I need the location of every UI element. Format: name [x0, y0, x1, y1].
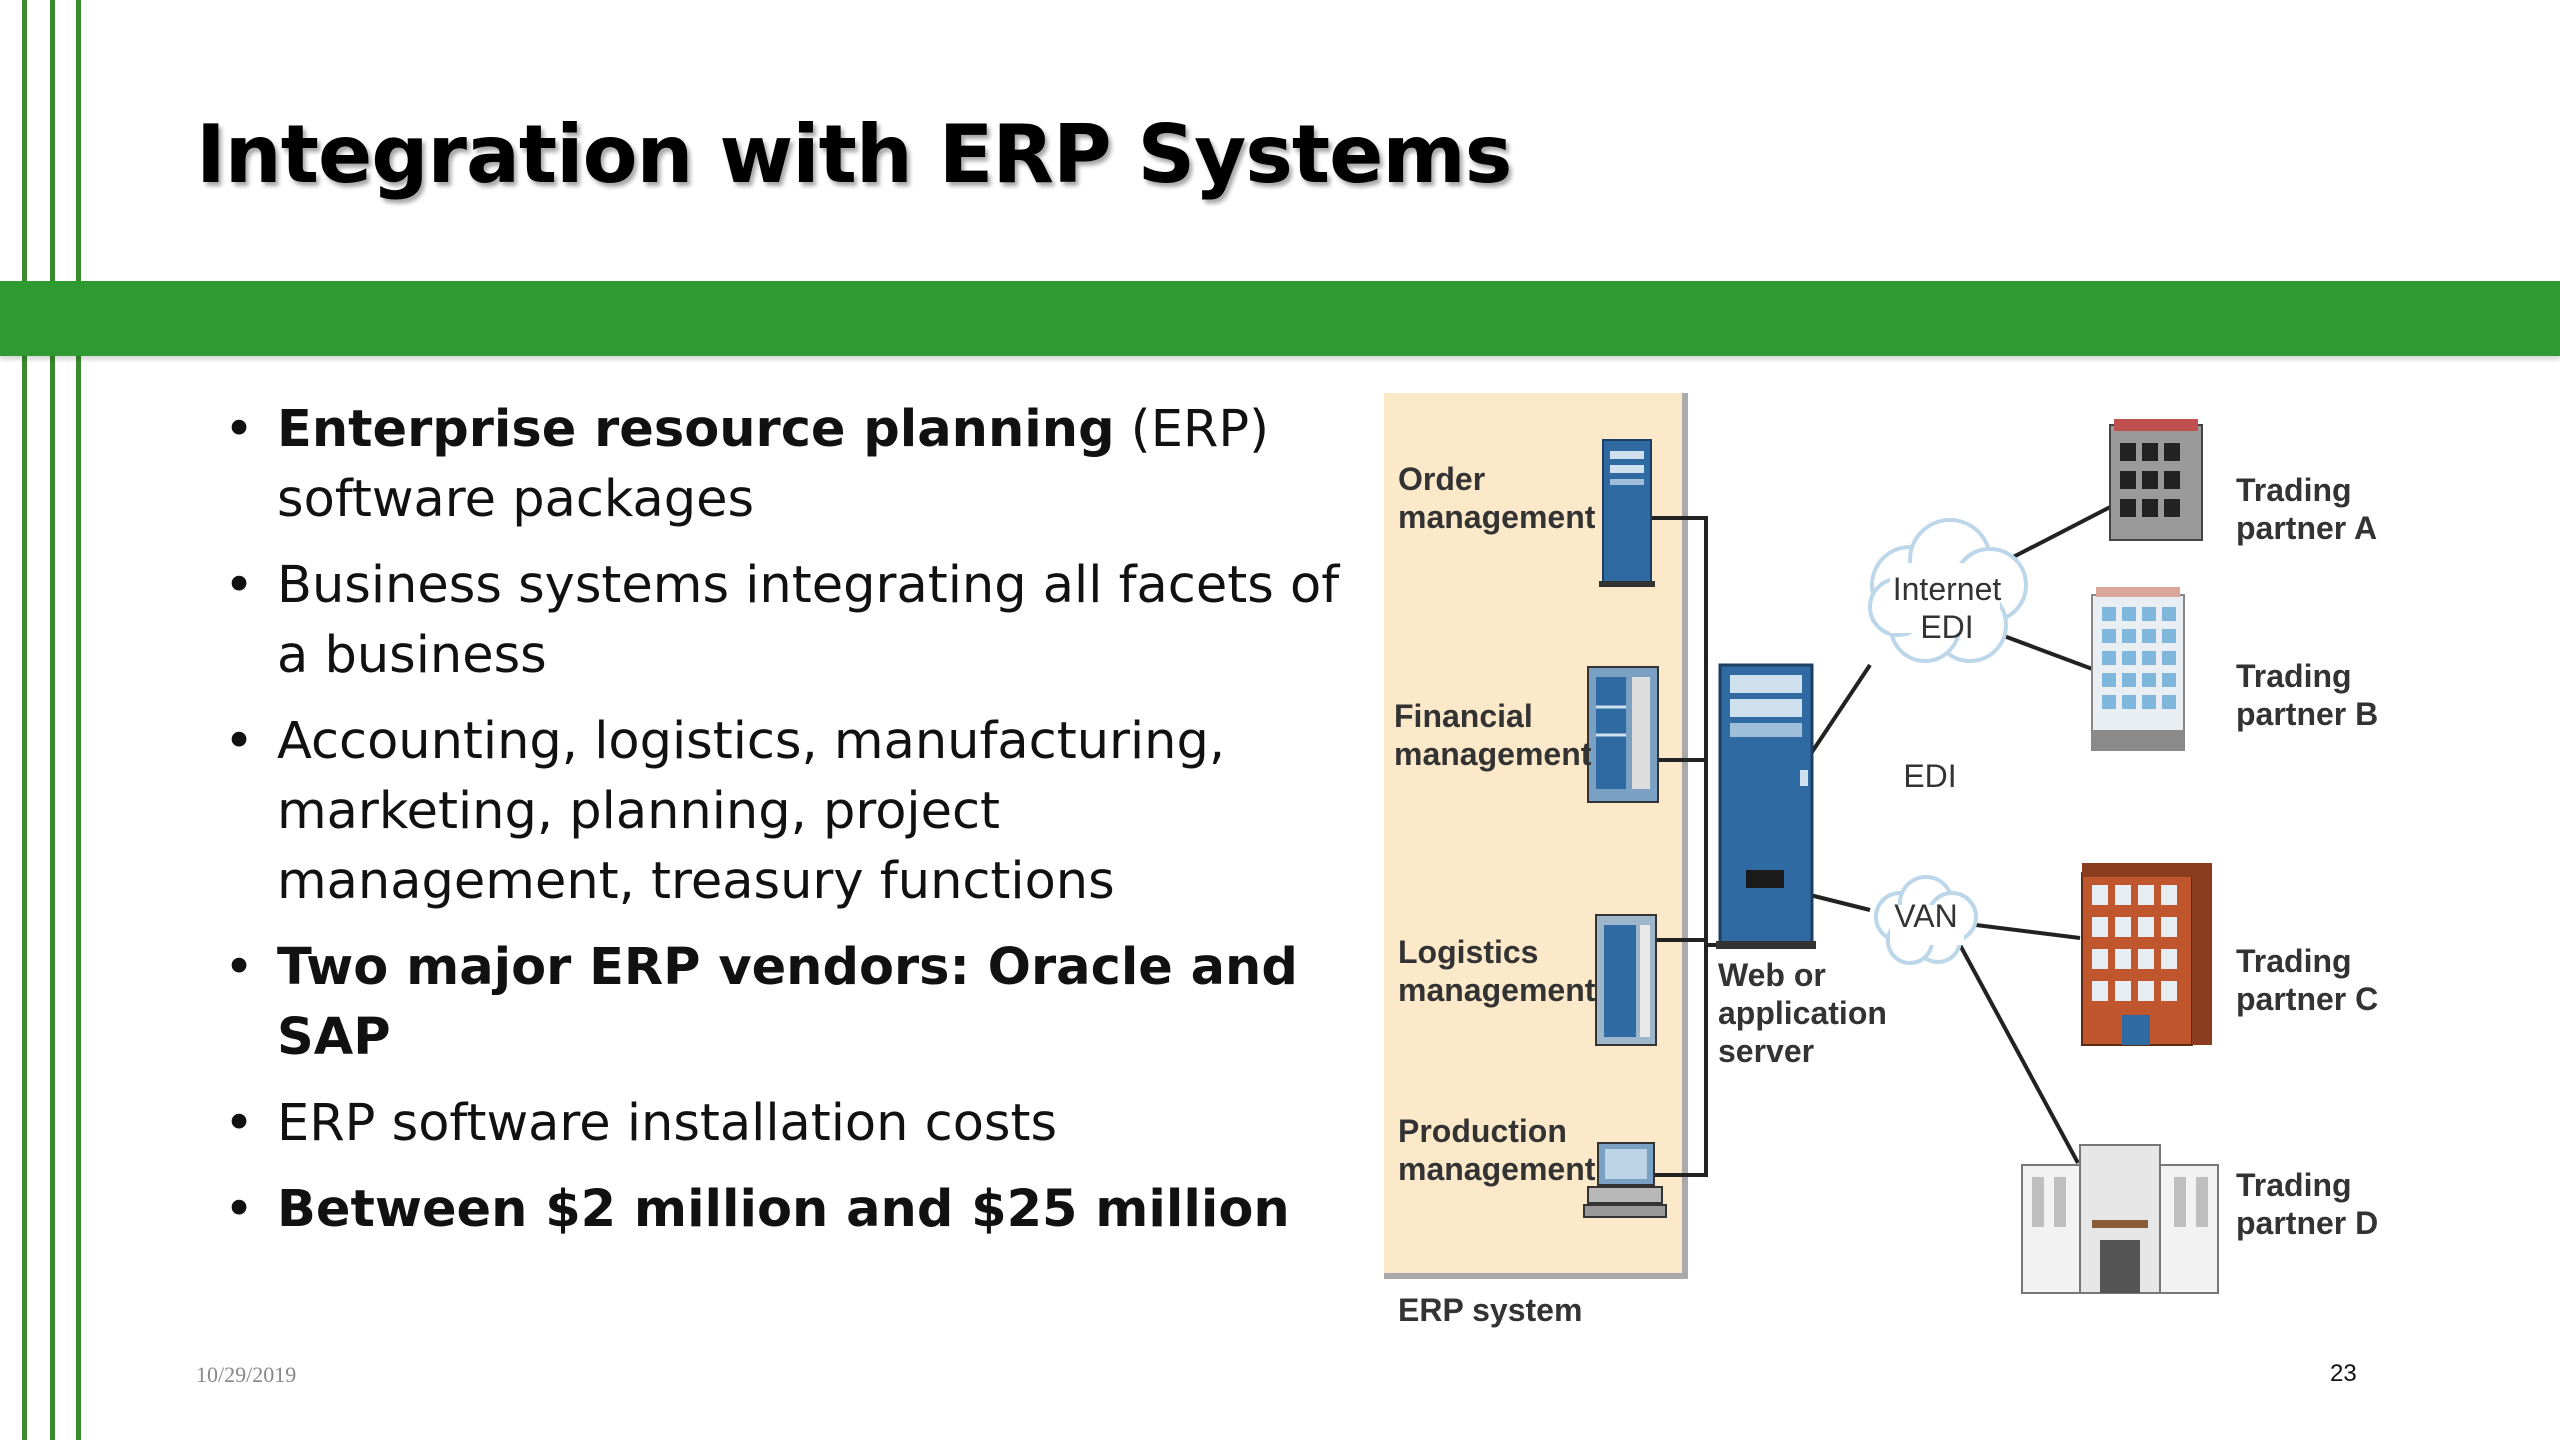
financial-server-icon: [1587, 666, 1659, 803]
logistics-management-label: Logistics management: [1398, 934, 1596, 1008]
financial-management-label: Financial management: [1394, 698, 1592, 772]
bullet-item: •Enterprise resource planning (ERP) soft…: [224, 400, 1270, 529]
bullet-item: •Business systems integrating all facets…: [224, 556, 1340, 685]
trading-partner-b-building-icon: [2091, 587, 2185, 751]
bullet-bold: Two major ERP vendors: Oracle and SAP: [277, 938, 1298, 1067]
trading-partner-c-building-icon: [2081, 863, 2212, 1046]
van-label: VAN: [1894, 898, 1958, 934]
bullet-item: •Accounting, logistics, manufacturing, m…: [224, 712, 1226, 911]
left-border-line-2: [50, 0, 55, 1440]
internet-edi-label: Internet EDI: [1892, 571, 2002, 645]
trading-partner-a-label: Trading partner A: [2236, 472, 2378, 546]
production-management-label: Production management: [1398, 1113, 1596, 1187]
bullet-item: •ERP software installation costs: [224, 1094, 1058, 1153]
bullet-text: Business systems integrating all facets …: [277, 556, 1340, 685]
erp-integration-diagram: Order management Financial management Lo…: [1370, 385, 2390, 1345]
web-server-label: Web or application server: [1718, 957, 1887, 1069]
trading-partner-c-label: Trading partner C: [2236, 943, 2379, 1017]
page-number: 23: [2330, 1360, 2357, 1387]
trading-partner-d-label: Trading partner D: [2236, 1167, 2379, 1241]
diagram-graphics: [1384, 393, 2219, 1294]
trading-partner-b-label: Trading partner B: [2236, 658, 2379, 732]
bullet-list: •Enterprise resource planning (ERP) soft…: [210, 395, 1360, 1261]
bullet-item: •Two major ERP vendors: Oracle and SAP: [224, 938, 1298, 1067]
edi-label: EDI: [1903, 758, 1957, 794]
trading-partner-a-building-icon: [2109, 419, 2203, 541]
bullet-item: •Between $2 million and $25 million: [224, 1180, 1290, 1239]
bullet-text: Accounting, logistics, manufacturing, ma…: [277, 712, 1226, 911]
left-border-line-3: [76, 0, 81, 1440]
slide-date: 10/29/2019: [196, 1362, 297, 1387]
title-divider-band: [0, 281, 2560, 356]
production-computer-icon: [1583, 1142, 1667, 1218]
order-management-label: Order management: [1398, 461, 1596, 535]
order-server-icon: [1599, 439, 1655, 587]
web-application-server-icon: [1716, 663, 1816, 949]
left-border-line-1: [22, 0, 27, 1440]
logistics-server-icon: [1595, 914, 1657, 1046]
bullet-text: ERP software installation costs: [277, 1094, 1058, 1153]
slide-title: Integration with ERP Systems: [196, 108, 1512, 201]
bullet-bold: Enterprise resource planning: [277, 400, 1115, 459]
trading-partner-d-building-icon: [2021, 1144, 2219, 1294]
erp-system-caption: ERP system: [1398, 1292, 1583, 1328]
bullet-bold: Between $2 million and $25 million: [277, 1180, 1290, 1239]
bullet-text: (ERP) software packages: [277, 400, 1270, 529]
